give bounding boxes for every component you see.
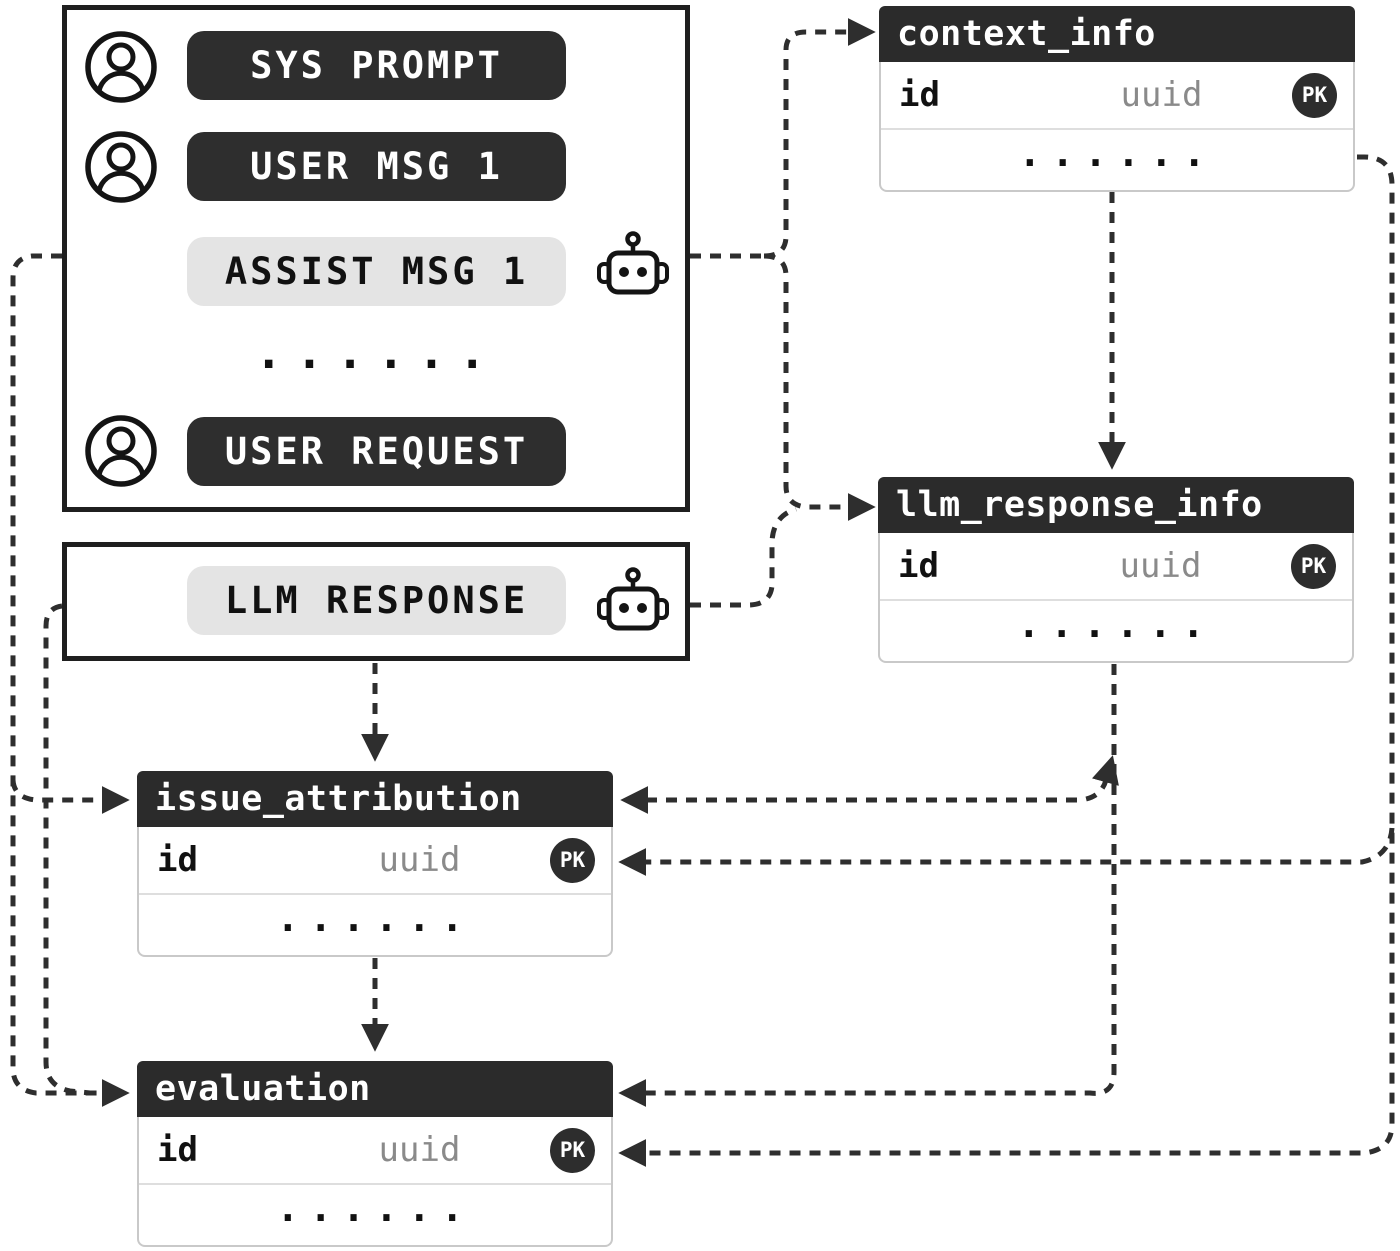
field-name: id xyxy=(898,546,939,586)
field-type: uuid xyxy=(1120,75,1203,115)
table-ellipsis-row: ...... xyxy=(276,1186,474,1230)
message-pill-assist-msg-1: ASSIST MSG 1 xyxy=(187,237,566,306)
message-pill-user-request: USER REQUEST xyxy=(187,417,566,486)
field-type: uuid xyxy=(1119,546,1202,586)
line-left-trunk xyxy=(10,253,130,1107)
line-issue-llm-response-link xyxy=(620,755,1119,814)
table-name: llm_response_info xyxy=(878,477,1354,533)
message-pill-sys-prompt: SYS PROMPT xyxy=(187,31,566,100)
field-name: id xyxy=(899,75,940,115)
line-context-right-trunk xyxy=(618,154,1395,1167)
robot-icon xyxy=(597,231,669,295)
field-type: uuid xyxy=(378,1130,461,1170)
user-icon xyxy=(85,131,157,203)
message-pill-user-msg-1: USER MSG 1 xyxy=(187,132,566,201)
line-left-trunk-to-issue xyxy=(10,779,130,814)
line-llm-response-to-evaluation xyxy=(618,664,1117,1107)
field-name: id xyxy=(157,840,198,880)
db-table-context-info: context_info id uuid PK ...... xyxy=(879,6,1355,192)
table-field-row: id uuid PK xyxy=(881,62,1353,130)
pk-badge: PK xyxy=(1291,543,1336,589)
table-name: issue_attribution xyxy=(137,771,613,827)
db-table-issue-attribution: issue_attribution id uuid PK ...... xyxy=(137,771,613,957)
pk-badge: PK xyxy=(550,1127,595,1173)
table-name: context_info xyxy=(879,6,1355,62)
table-field-row: id uuid PK xyxy=(880,533,1352,601)
user-icon xyxy=(85,415,157,487)
line-right-trunk-to-issue-pk xyxy=(618,827,1395,876)
table-field-row: id uuid PK xyxy=(139,1117,611,1185)
table-field-row: id uuid PK xyxy=(139,827,611,895)
table-ellipsis-row: ...... xyxy=(1018,131,1216,175)
field-type: uuid xyxy=(378,840,461,880)
llm-response-pill: LLM RESPONSE xyxy=(187,566,566,635)
db-table-evaluation: evaluation id uuid PK ...... xyxy=(137,1061,613,1247)
pk-badge: PK xyxy=(1292,72,1337,118)
user-icon xyxy=(85,31,157,103)
table-ellipsis-row: ...... xyxy=(276,896,474,940)
robot-icon xyxy=(597,567,669,631)
field-name: id xyxy=(157,1130,198,1170)
line-llm-robot-merge xyxy=(690,506,797,608)
table-name: evaluation xyxy=(137,1061,613,1117)
db-table-llm-response-info: llm_response_info id uuid PK ...... xyxy=(878,477,1354,663)
line-conv-to-context-info xyxy=(763,18,876,259)
table-ellipsis-row: ...... xyxy=(1017,602,1215,646)
conversation-ellipsis: ...... xyxy=(254,325,500,379)
line-llm-box-left-merge xyxy=(43,603,91,1096)
line-conv-to-llm-response-info xyxy=(763,253,876,521)
pk-badge: PK xyxy=(550,837,595,883)
